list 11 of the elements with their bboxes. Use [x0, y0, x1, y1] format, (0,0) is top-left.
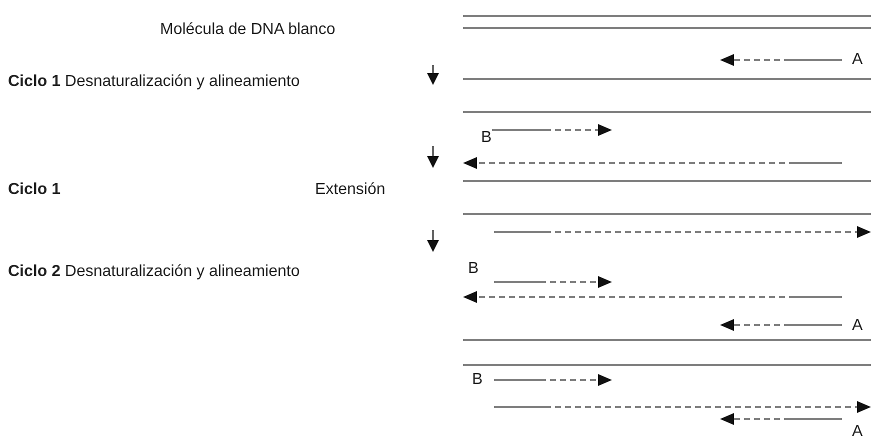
primer-label: A [852, 51, 863, 69]
step-label: Ciclo 1 [8, 181, 60, 199]
step-label: Extensión [315, 181, 386, 199]
step-label: Ciclo 2 Desnaturalización y alineamiento [8, 263, 300, 281]
label-text: Molécula de DNA blanco [160, 21, 336, 39]
primer-label: B [472, 371, 483, 389]
primer-label: B [481, 129, 492, 147]
primer-label: A [852, 423, 863, 439]
step-label: Ciclo 1 Desnaturalización y alineamiento [8, 73, 300, 91]
primer-label: B [468, 260, 479, 278]
primer-label: A [852, 317, 863, 335]
